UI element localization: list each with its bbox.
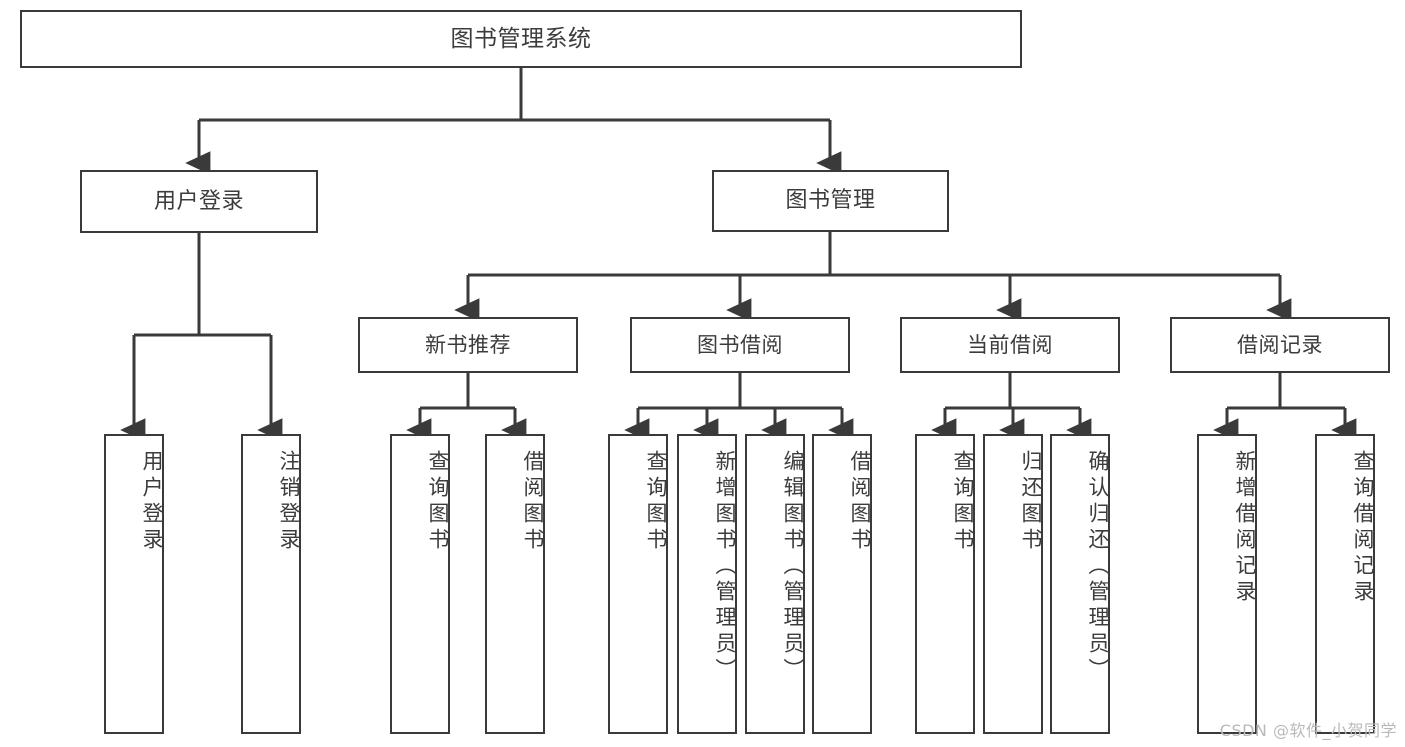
node-root-label: 图书管理系统 — [450, 25, 592, 52]
leaf-query-book-2-label: 查询图书 — [644, 450, 668, 554]
leaf-logout-login[interactable]: 注销登录 — [241, 434, 301, 734]
node-borrow-record-label: 借阅记录 — [1237, 332, 1323, 357]
leaf-query-book-2[interactable]: 查询图书 — [608, 434, 668, 734]
node-root[interactable]: 图书管理系统 — [20, 10, 1022, 68]
node-book-borrow-label: 图书借阅 — [697, 332, 783, 357]
node-user-login-label: 用户登录 — [153, 188, 244, 214]
node-user-login[interactable]: 用户登录 — [80, 170, 318, 233]
node-new-book-rec-label: 新书推荐 — [425, 332, 511, 357]
leaf-confirm-return[interactable]: 确认归还（管理员） — [1050, 434, 1110, 734]
node-current-borrow[interactable]: 当前借阅 — [900, 317, 1120, 373]
leaf-add-book-label: 新增图书（管理员） — [713, 450, 737, 684]
leaf-user-login-label: 用户登录 — [140, 450, 164, 554]
leaf-query-book-1-label: 查询图书 — [426, 450, 450, 554]
leaf-edit-book[interactable]: 编辑图书（管理员） — [745, 434, 805, 734]
leaf-borrow-book-1-label: 借阅图书 — [521, 450, 545, 554]
node-book-manage-label: 图书管理 — [785, 188, 876, 214]
leaf-borrow-book-1[interactable]: 借阅图书 — [485, 434, 545, 734]
leaf-query-record[interactable]: 查询借阅记录 — [1315, 434, 1375, 734]
leaf-confirm-return-label: 确认归还（管理员） — [1086, 450, 1110, 684]
leaf-logout-login-label: 注销登录 — [277, 450, 301, 554]
leaf-add-book[interactable]: 新增图书（管理员） — [677, 434, 737, 734]
leaf-user-login[interactable]: 用户登录 — [104, 434, 164, 734]
watermark: CSDN @软件_小贺同学 — [1219, 721, 1397, 740]
node-current-borrow-label: 当前借阅 — [967, 332, 1053, 357]
leaf-return-book-label: 归还图书 — [1019, 450, 1043, 554]
leaf-borrow-book-2-label: 借阅图书 — [848, 450, 872, 554]
leaf-edit-book-label: 编辑图书（管理员） — [781, 450, 805, 684]
leaf-query-book-3[interactable]: 查询图书 — [915, 434, 975, 734]
node-borrow-record[interactable]: 借阅记录 — [1170, 317, 1390, 373]
leaf-query-book-3-label: 查询图书 — [951, 450, 975, 554]
node-book-manage[interactable]: 图书管理 — [712, 170, 949, 232]
leaf-add-record[interactable]: 新增借阅记录 — [1197, 434, 1257, 734]
leaf-query-record-label: 查询借阅记录 — [1351, 450, 1375, 606]
node-new-book-rec[interactable]: 新书推荐 — [358, 317, 578, 373]
leaf-query-book-1[interactable]: 查询图书 — [390, 434, 450, 734]
leaf-add-record-label: 新增借阅记录 — [1233, 450, 1257, 606]
leaf-return-book[interactable]: 归还图书 — [983, 434, 1043, 734]
leaf-borrow-book-2[interactable]: 借阅图书 — [812, 434, 872, 734]
node-book-borrow[interactable]: 图书借阅 — [630, 317, 850, 373]
